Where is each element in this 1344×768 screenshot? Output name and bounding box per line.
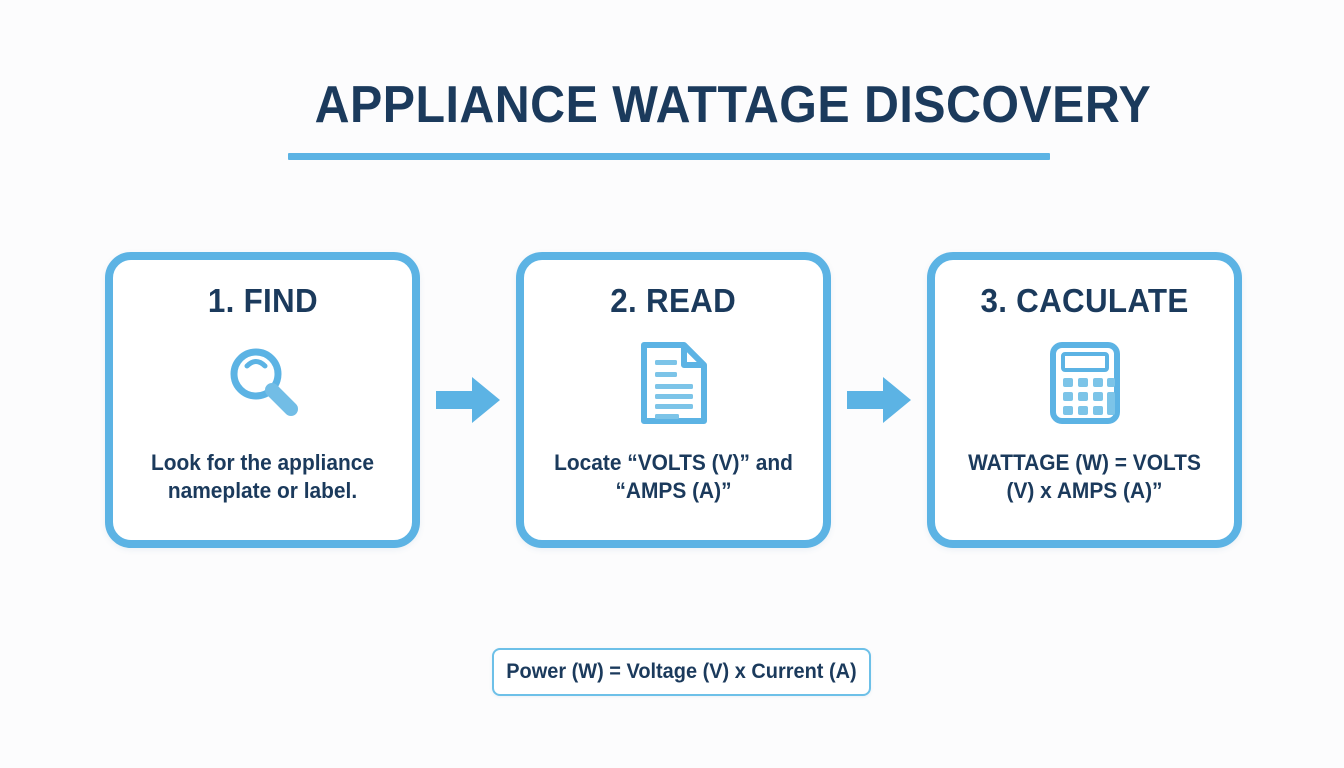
calculator-icon — [1045, 340, 1125, 426]
arrow-right-icon — [434, 376, 502, 424]
step-card-find[interactable]: 1. FIND Look for the appliance nameplate… — [105, 252, 420, 548]
formula-text: Power (W) = Voltage (V) x Current (A) — [506, 660, 857, 683]
title-underline-rule — [288, 152, 1050, 160]
arrow-right-icon — [845, 376, 913, 424]
document-icon — [636, 340, 712, 426]
step-card-read[interactable]: 2. READ Locate “VOLTS (V)” and “AMPS (A)… — [516, 252, 831, 548]
step-card-calculate[interactable]: 3. CACULATE WAT — [927, 252, 1242, 548]
magnifying-glass-icon — [221, 340, 305, 426]
step-card-text: WATTAGE (W) = VOLTS (V) x AMPS (A)” — [968, 449, 1201, 504]
step-card-text: Look for the appliance nameplate or labe… — [151, 449, 374, 504]
page-title: APPLIANCE WATTAGE DISCOVERY — [314, 76, 1152, 134]
step-card-heading: 1. FIND — [207, 282, 318, 319]
step-card-heading: 2. READ — [610, 282, 737, 319]
formula-box: Power (W) = Voltage (V) x Current (A) — [492, 648, 871, 696]
step-card-heading: 3. CACULATE — [980, 282, 1189, 319]
title-block: APPLIANCE WATTAGE DISCOVERY — [288, 76, 1152, 160]
step-card-text: Locate “VOLTS (V)” and “AMPS (A)” — [554, 449, 793, 504]
steps-row: 1. FIND Look for the appliance nameplate… — [105, 252, 1242, 548]
